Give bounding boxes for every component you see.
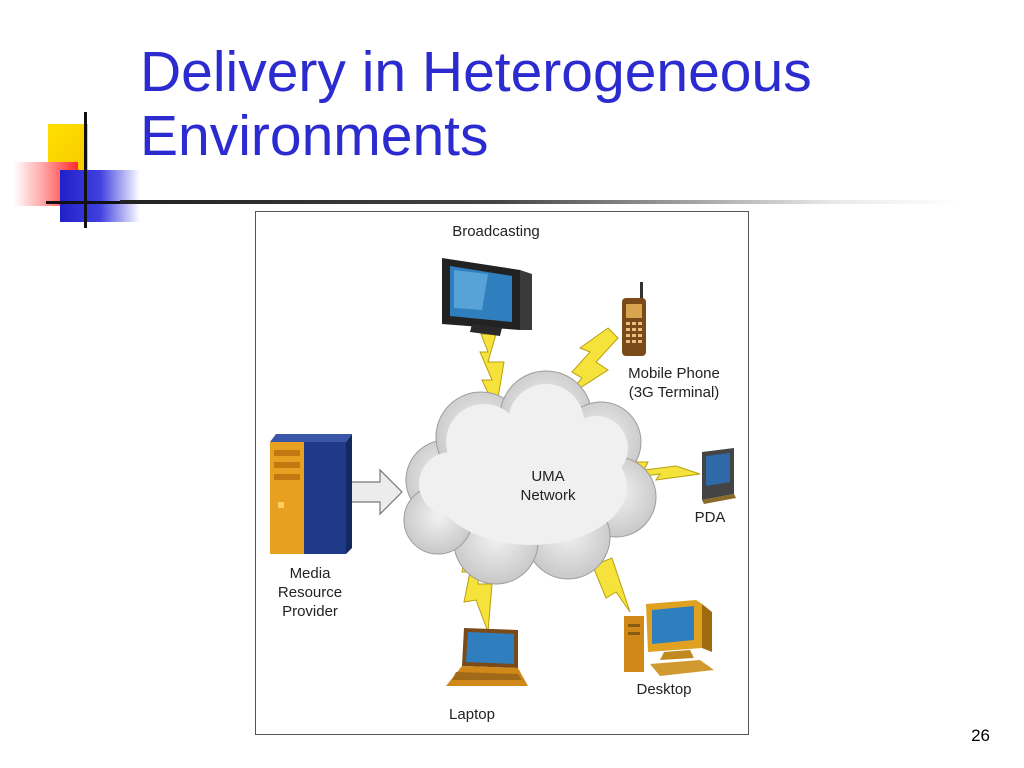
decor-blue-block — [60, 170, 140, 222]
decor-vertical-line — [84, 112, 87, 228]
television-icon — [442, 258, 532, 336]
label-mobile-line2: (3G Terminal) — [628, 384, 720, 401]
label-uma-network: UMA Network — [500, 467, 596, 505]
slide-title: Delivery in Heterogeneous Environments — [140, 40, 1000, 168]
pda-icon — [702, 448, 736, 504]
title-line-2: Environments — [140, 104, 489, 168]
title-line-1: Delivery in Heterogeneous — [140, 40, 812, 104]
label-network: Network — [520, 487, 576, 504]
label-provider-line3: Provider — [282, 603, 338, 620]
slide-number: 26 — [971, 726, 990, 745]
uma-diagram: Broadcasting Mobile Phone (3G Terminal) … — [255, 211, 749, 735]
label-broadcasting: Broadcasting — [452, 223, 540, 240]
label-laptop: Laptop — [449, 706, 495, 723]
label-desktop: Desktop — [636, 681, 692, 698]
label-media-resource-provider: Media Resource Provider — [260, 564, 360, 621]
label-provider-line1: Media — [289, 565, 331, 582]
decor-horizontal-line — [46, 201, 141, 204]
arrow-right-icon — [347, 468, 403, 516]
label-mobile-phone: Mobile Phone (3G Terminal) — [614, 364, 734, 402]
label-mobile-line1: Mobile Phone — [628, 365, 720, 382]
mobile-phone-icon — [622, 282, 646, 356]
label-uma: UMA — [531, 468, 565, 485]
label-pda: PDA — [694, 509, 726, 526]
diagram-canvas — [270, 258, 736, 686]
laptop-icon — [446, 628, 528, 686]
label-provider-line2: Resource — [277, 584, 343, 601]
server-icon — [270, 434, 352, 554]
title-underline — [120, 200, 960, 204]
desktop-icon — [624, 600, 714, 676]
